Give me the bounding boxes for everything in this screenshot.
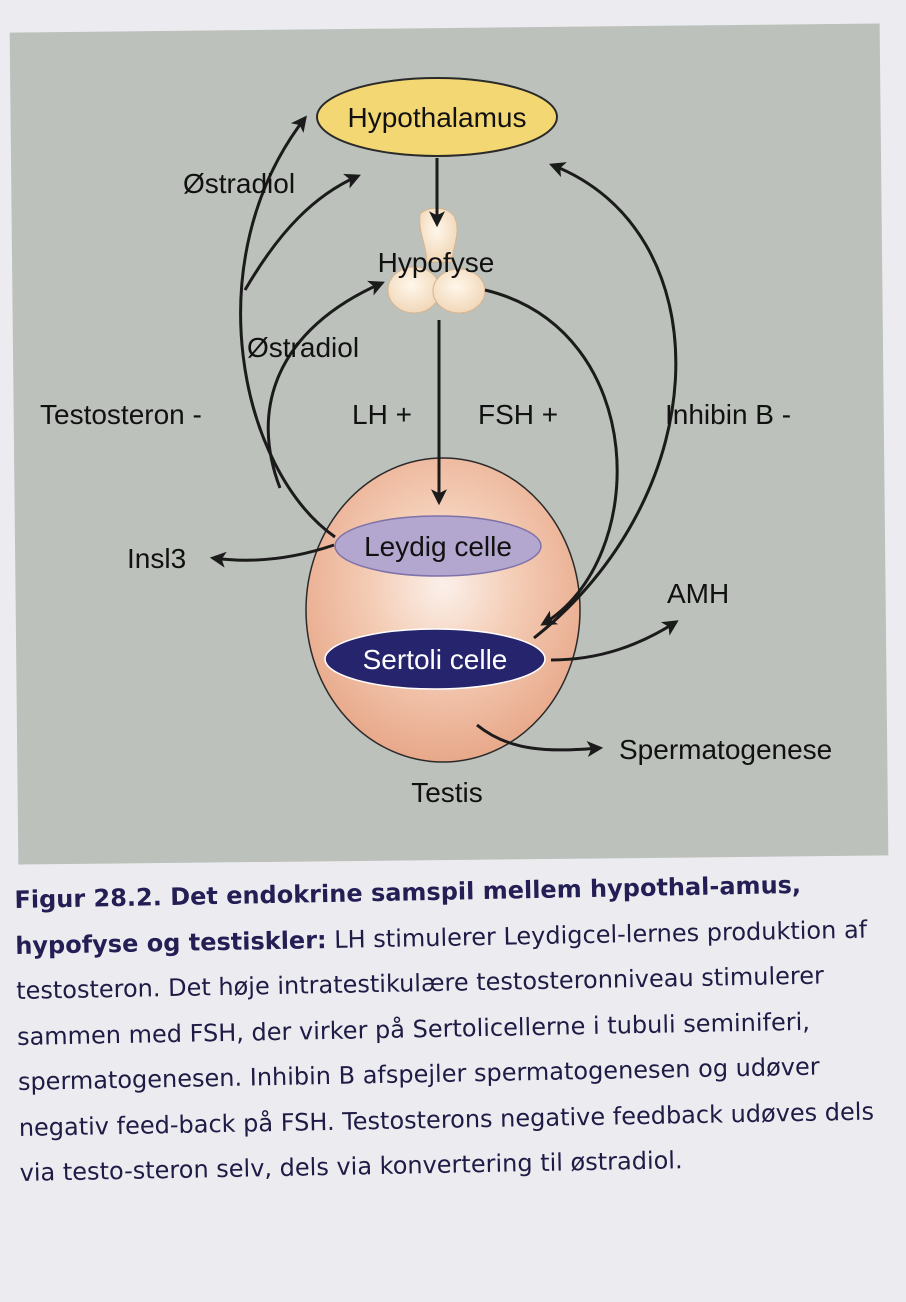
sertoli-cell-node: [324, 628, 546, 690]
endocrine-diagram: Hypothalamus Hypofyse Leydig celle Serto…: [40, 77, 832, 808]
sertoli-cell-label: Sertoli celle: [363, 644, 508, 675]
insl3-label: Insl3: [127, 543, 186, 574]
inhibin-label: Inhibin B -: [665, 399, 791, 430]
figure-caption: Figur 28.2. Det endokrine samspil mellem…: [14, 861, 890, 1196]
hypofyse-gland-icon: [387, 207, 486, 314]
hypothalamus-label: Hypothalamus: [348, 102, 527, 133]
arrow-testosteron-feedback: [239, 115, 336, 539]
lh-label: LH +: [352, 399, 412, 430]
fsh-label: FSH +: [478, 399, 558, 430]
leydig-cell-label: Leydig celle: [364, 531, 512, 562]
amh-label: AMH: [667, 578, 729, 609]
hypofyse-label: Hypofyse: [378, 247, 495, 278]
arrow-amh: [550, 620, 679, 662]
arrow-ostradiol-upper: [243, 173, 361, 291]
ostradiol-lower-label: Østradiol: [247, 332, 359, 363]
arrow-insl3: [209, 543, 335, 568]
spermatogenese-label: Spermatogenese: [619, 734, 832, 765]
arrow-ostradiol-lower: [266, 280, 385, 489]
testis-shape: [305, 457, 581, 763]
leydig-cell-node: [334, 515, 542, 577]
hypothalamus-node: [316, 77, 558, 157]
testis-label: Testis: [411, 777, 483, 808]
arrow-inhibin-feedback: [533, 162, 678, 640]
ostradiol-upper-label: Østradiol: [183, 168, 295, 199]
arrow-fsh-to-sertoli: [484, 288, 619, 626]
testosteron-label: Testosteron -: [40, 399, 202, 430]
arrow-spermatogenese: [476, 723, 604, 757]
